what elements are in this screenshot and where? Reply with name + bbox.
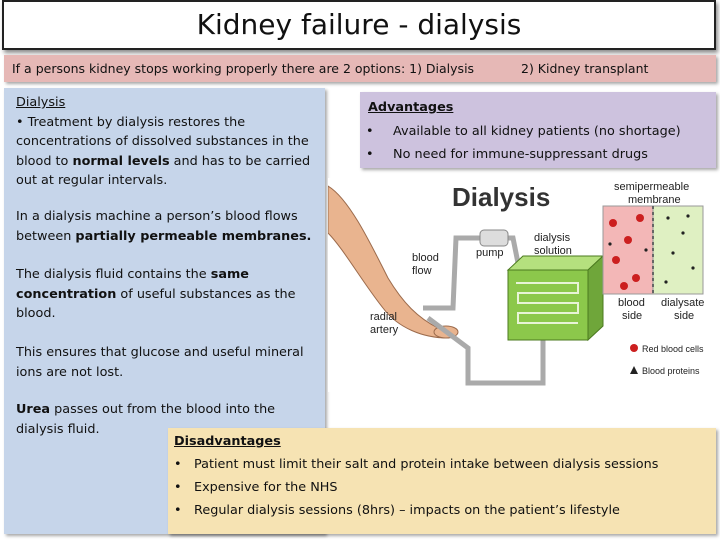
label-blood-side-2: side	[622, 310, 642, 322]
p5-text-end: passes out from the blood into the dialy…	[16, 402, 276, 437]
p2-text-start: In a dialysis machine a person’s blood f…	[16, 209, 298, 244]
machine-side	[587, 254, 604, 342]
p1-text-end: and has to be carried out at regular int…	[16, 153, 311, 189]
option-transplant: 2) Kidney transplant	[521, 61, 649, 76]
p3-text-end: of useful substances as the blood.	[16, 286, 296, 322]
legend-red-cell-icon	[630, 344, 638, 352]
dialysis-diagram-svg: Dialysis semipermeable membrane dialysis…	[327, 181, 704, 386]
p1-bold: normal levels	[72, 153, 170, 169]
disadvantages-panel: Disadvantages Patient must limit their s…	[168, 428, 716, 534]
disadvantages-list: Patient must limit their salt and protei…	[168, 453, 658, 522]
page-title: Kidney failure - dialysis	[196, 8, 522, 41]
legend-red-cells: Red blood cells	[642, 344, 704, 354]
p1-text-start: • Treatment by dialysis restores the con…	[16, 114, 309, 169]
dialysis-paragraph-3: The dialysis fluid contains the same con…	[16, 265, 306, 324]
label-dialysate-side-2: side	[674, 310, 694, 322]
blood-tube-in	[426, 303, 546, 386]
options-intro: If a persons kidney stops working proper…	[12, 61, 475, 76]
p2-bold: partially permeable membranes.	[75, 228, 312, 244]
advantage-item-1: Available to all kidney patients (no sho…	[360, 120, 681, 143]
dialysis-info-panel: Dialysis • Treatment by dialysis restore…	[4, 88, 325, 534]
label-blood-flow-2: flow	[412, 265, 432, 277]
dialysis-paragraph-2: In a dialysis machine a person’s blood f…	[16, 207, 316, 246]
advantages-list: Available to all kidney patients (no sho…	[360, 120, 681, 166]
options-banner: If a persons kidney stops working proper…	[4, 55, 716, 82]
pump-shape	[479, 229, 509, 247]
p3-bold: same concentration	[16, 267, 249, 302]
red-cells-group	[609, 214, 644, 290]
label-radial-1: radial	[370, 311, 397, 323]
diagram-title: Dialysis	[452, 182, 550, 212]
label-blood-side-1: blood	[618, 297, 645, 309]
dialysis-diagram: Dialysis semipermeable membrane dialysis…	[327, 178, 718, 392]
particles-group	[608, 214, 695, 284]
machine-coil	[516, 282, 579, 324]
disadvantage-item-1: Patient must limit their salt and protei…	[168, 453, 658, 476]
dialysis-paragraph-4: This ensures that glucose and useful min…	[16, 345, 304, 380]
advantage-item-2: No need for immune-suppressant drugs	[360, 143, 681, 166]
machine-front	[507, 269, 589, 341]
label-membrane-2: membrane	[628, 194, 681, 206]
dialysis-heading: Dialysis	[16, 95, 66, 110]
p5-bold: Urea	[16, 402, 51, 417]
advantages-heading: Advantages	[368, 100, 454, 115]
label-dialysate-side-1: dialysate	[661, 297, 704, 309]
label-dialysis-solution-1: dialysis	[534, 232, 571, 244]
label-membrane-1: semipermeable	[614, 181, 689, 193]
blood-tube-out	[423, 235, 521, 311]
label-pump: pump	[476, 247, 504, 259]
disadvantage-item-3: Regular dialysis sessions (8hrs) – impac…	[168, 499, 658, 522]
label-blood-flow-1: blood	[412, 252, 439, 264]
title-bar: Kidney failure - dialysis	[2, 0, 716, 50]
p3-text-start: The dialysis fluid contains the	[16, 267, 211, 282]
dialysis-paragraph-5: Urea passes out from the blood into the …	[16, 400, 291, 439]
machine-top	[506, 255, 605, 271]
label-radial-2: artery	[370, 324, 399, 336]
dialysate-side-panel	[652, 205, 704, 295]
advantages-panel: Advantages Available to all kidney patie…	[360, 92, 716, 168]
legend-protein-icon	[630, 366, 638, 374]
disadvantages-heading: Disadvantages	[174, 434, 281, 449]
dialysis-paragraph-1: Dialysis • Treatment by dialysis restore…	[16, 93, 316, 191]
legend-proteins: Blood proteins	[642, 366, 700, 376]
disadvantage-item-2: Expensive for the NHS	[168, 476, 658, 499]
label-dialysis-solution-2: solution	[534, 245, 572, 257]
